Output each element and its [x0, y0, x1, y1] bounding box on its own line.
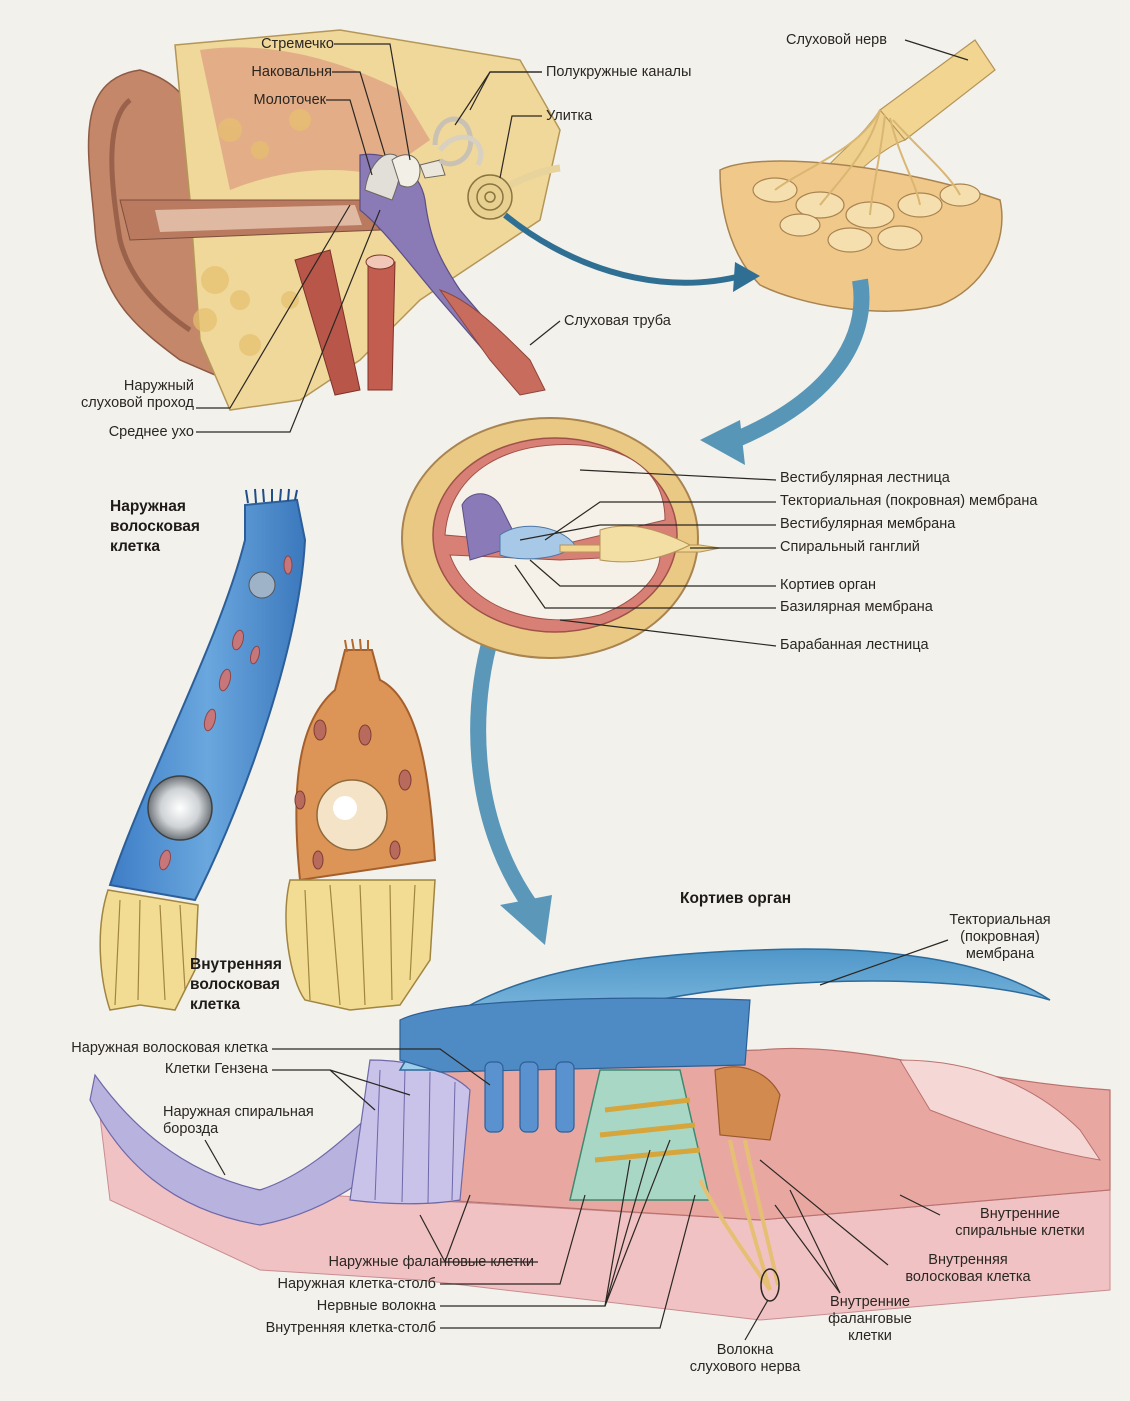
title-organ-of-corti: Кортиев орган [680, 889, 791, 909]
label-malleus: Молоточек [180, 92, 326, 109]
label-outer-phalangeal-cells: Наружные фаланговые клетки [230, 1254, 534, 1271]
label-outer-spiral-sulcus: Наружная спиральная борозда [163, 1104, 314, 1138]
label-tectorial-membrane: Текториальная (покровная) мембрана [780, 493, 1037, 510]
label-vestibular-membrane: Вестибулярная мембрана [780, 516, 955, 533]
cochlea-cross-section [402, 418, 720, 658]
label-nerve-fibers: Нервные волокна [200, 1298, 436, 1315]
label-hensen-cells: Клетки Гензена [100, 1061, 268, 1078]
label-basilar-membrane: Базилярная мембрана [780, 599, 933, 616]
label-eustachian-tube: Слуховая труба [564, 313, 671, 330]
label-outer-hair-cell: Наружная волосковая клетка [20, 1040, 268, 1057]
outer-hair-cell-illustration [100, 489, 305, 1010]
label-cochlea: Улитка [546, 108, 592, 125]
label-inner-hair-cell: Внутренняя волосковая клетка [888, 1252, 1048, 1286]
label-stapes: Стремечко [190, 36, 334, 53]
label-middle-ear: Среднее ухо [40, 424, 194, 441]
label-auditory-nerve: Слуховой нерв [786, 32, 887, 49]
label-incus: Наковальня [190, 64, 332, 81]
label-tectorial-membrane-corti: Текториальная (покровная) мембрана [935, 912, 1065, 963]
label-inner-phalangeal-cells: Внутренние фаланговые клетки [805, 1294, 935, 1345]
label-outer-pillar-cell: Наружная клетка-столб [200, 1276, 436, 1293]
label-inner-pillar-cell: Внутренняя клетка-столб [200, 1320, 436, 1337]
label-auditory-nerve-fibers: Волокна слухового нерва [686, 1342, 804, 1376]
title-outer-hair-cell: Наружная волосковая клетка [110, 497, 240, 557]
label-ear-canal: Наружный слуховой проход [40, 378, 194, 412]
cochlea-cut-illustration [720, 40, 1002, 311]
label-scala-vestibuli: Вестибулярная лестница [780, 470, 950, 487]
label-organ-of-corti-section: Кортиев орган [780, 577, 876, 594]
label-inner-spiral-cells: Внутренние спиральные клетки [940, 1206, 1100, 1240]
label-semicircular-canals: Полукружные каналы [546, 64, 691, 81]
label-spiral-ganglion: Спиральный ганглий [780, 539, 920, 556]
ear-anatomy [89, 30, 560, 410]
label-scala-tympani: Барабанная лестница [780, 637, 929, 654]
title-inner-hair-cell: Внутренняя волосковая клетка [190, 955, 320, 1015]
